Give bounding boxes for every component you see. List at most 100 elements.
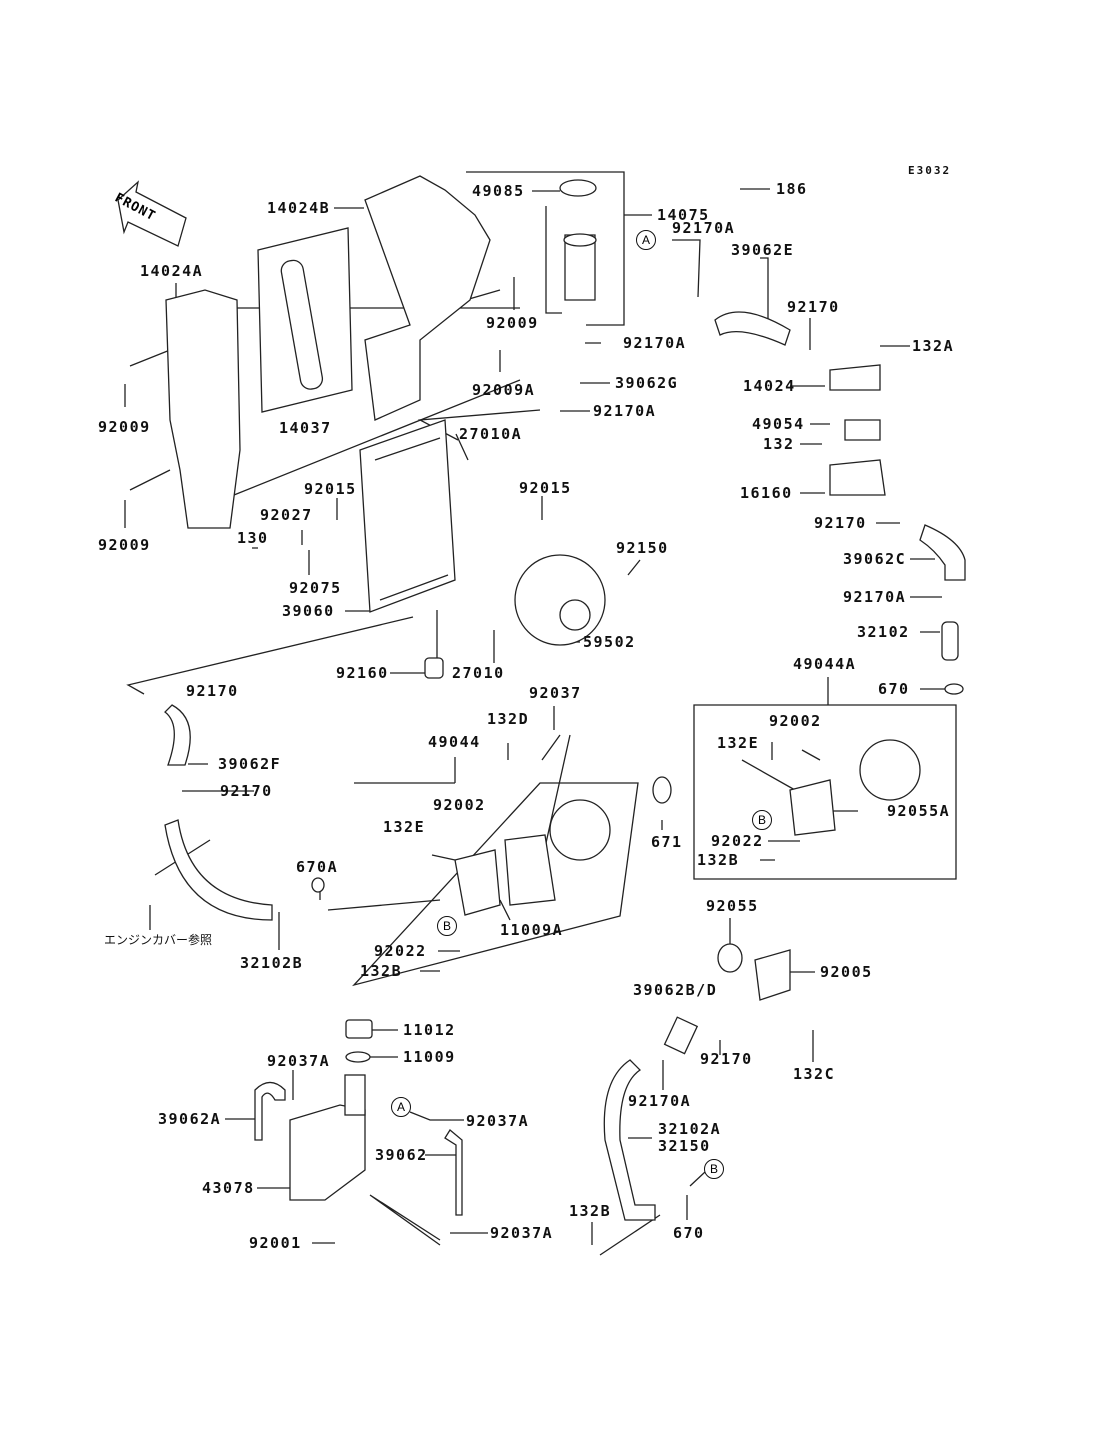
hose-39062 (444, 1129, 463, 1216)
leader-lines (124, 171, 957, 1256)
impeller-housing (549, 799, 611, 861)
part-label: 14024A (140, 262, 204, 280)
part-label: 39062C (843, 550, 907, 568)
gasket-11009A (504, 834, 556, 906)
fan-59502 (514, 554, 606, 646)
part-label: 39060 (282, 602, 335, 620)
part-label: 43078 (202, 1179, 255, 1197)
part-label: 132B (697, 851, 740, 869)
part-label: 16160 (740, 484, 793, 502)
part-label: 49044A (793, 655, 857, 673)
cap-11012 (345, 1019, 373, 1039)
housing-16160 (829, 459, 886, 496)
part-label: 92009 (98, 418, 151, 436)
housing-14024 (829, 364, 881, 391)
part-label: 92005 (820, 963, 873, 981)
part-label: 670 (673, 1224, 705, 1242)
oring-671 (652, 776, 672, 804)
part-label: 92170A (623, 334, 687, 352)
part-label: 92170A (843, 588, 907, 606)
part-label: 92075 (289, 579, 342, 597)
part-label: 49044 (428, 733, 481, 751)
pipe-32102B (164, 819, 273, 921)
part-label: 92009 (98, 536, 151, 554)
engine-cover-note: エンジンカバー参照 (104, 933, 213, 947)
part-label: 27010 (452, 664, 505, 682)
part-label: 39062A (158, 1110, 222, 1128)
cover-92005 (754, 949, 791, 1001)
part-label: 14037 (279, 419, 332, 437)
pump-cover (454, 849, 501, 916)
part-label: 132D (487, 710, 530, 728)
part-label: 39062G (615, 374, 679, 392)
part-label: 92015 (519, 479, 572, 497)
thermostat-49054 (844, 419, 881, 441)
part-label: 11012 (403, 1021, 456, 1039)
part-label: 92170 (700, 1050, 753, 1068)
part-label: 39062F (218, 755, 282, 773)
callout-a: A (391, 1097, 411, 1117)
part-label: 32102 (857, 623, 910, 641)
part-label: 27010A (459, 425, 523, 443)
part-label: 32150 (658, 1137, 711, 1155)
part-label: 92002 (769, 712, 822, 730)
part-label: 92002 (433, 796, 486, 814)
part-label: 92170A (593, 402, 657, 420)
hose-39062C (919, 524, 966, 581)
part-label: 39062B/D (633, 981, 718, 999)
front-arrow-icon (117, 180, 187, 247)
shroud-14024B (364, 175, 491, 421)
part-label: 92015 (304, 480, 357, 498)
part-label: 92001 (249, 1234, 302, 1252)
part-label: 92170 (186, 682, 239, 700)
part-label: 92170A (628, 1092, 692, 1110)
part-label: 11009 (403, 1048, 456, 1066)
part-label: 92055 (706, 897, 759, 915)
part-label: 92022 (374, 942, 427, 960)
part-label: 39062 (375, 1146, 428, 1164)
part-shapes (164, 175, 966, 1221)
part-label: 92027 (260, 506, 313, 524)
callout-a: A (636, 230, 656, 250)
part-label: 92170 (787, 298, 840, 316)
pipe-32102 (941, 621, 959, 661)
shroud-14024A (165, 289, 241, 529)
callout-b: B (704, 1159, 724, 1179)
tank-43078 (289, 1104, 366, 1201)
part-label: 14024 (743, 377, 796, 395)
pipe-32102A (603, 1059, 656, 1221)
part-label: 49054 (752, 415, 805, 433)
part-label: 92009 (486, 314, 539, 332)
hose-39062E (714, 311, 791, 346)
part-label: 92022 (711, 832, 764, 850)
gasket-11009 (345, 1051, 371, 1063)
callout-b: B (437, 916, 457, 936)
part-label: 92160 (336, 664, 389, 682)
part-label: 132E (717, 734, 760, 752)
part-label: 92150 (616, 539, 669, 557)
part-label: 92009A (472, 381, 536, 399)
hose-39062F (164, 704, 191, 766)
part-label: 132E (383, 818, 426, 836)
radiator-39060 (359, 419, 456, 613)
part-label: 186 (776, 180, 808, 198)
cap-49085 (559, 179, 597, 197)
part-label: 671 (651, 833, 683, 851)
part-label: 92037A (466, 1112, 530, 1130)
diagram-code: E3032 (908, 164, 952, 177)
part-label: 130 (237, 529, 269, 547)
part-label: 14075 (657, 206, 710, 224)
part-label: 11009A (500, 921, 564, 939)
oring-670A (311, 877, 325, 893)
part-label: 132A (912, 337, 955, 355)
part-label: 92170A (672, 219, 736, 237)
part-label: 39062E (731, 241, 795, 259)
part-label: 32102A (658, 1120, 722, 1138)
part-label: 132 (763, 435, 795, 453)
part-label: 670 (878, 680, 910, 698)
part-label: 92170 (814, 514, 867, 532)
part-label: 132C (793, 1065, 836, 1083)
callout-b: B (752, 810, 772, 830)
